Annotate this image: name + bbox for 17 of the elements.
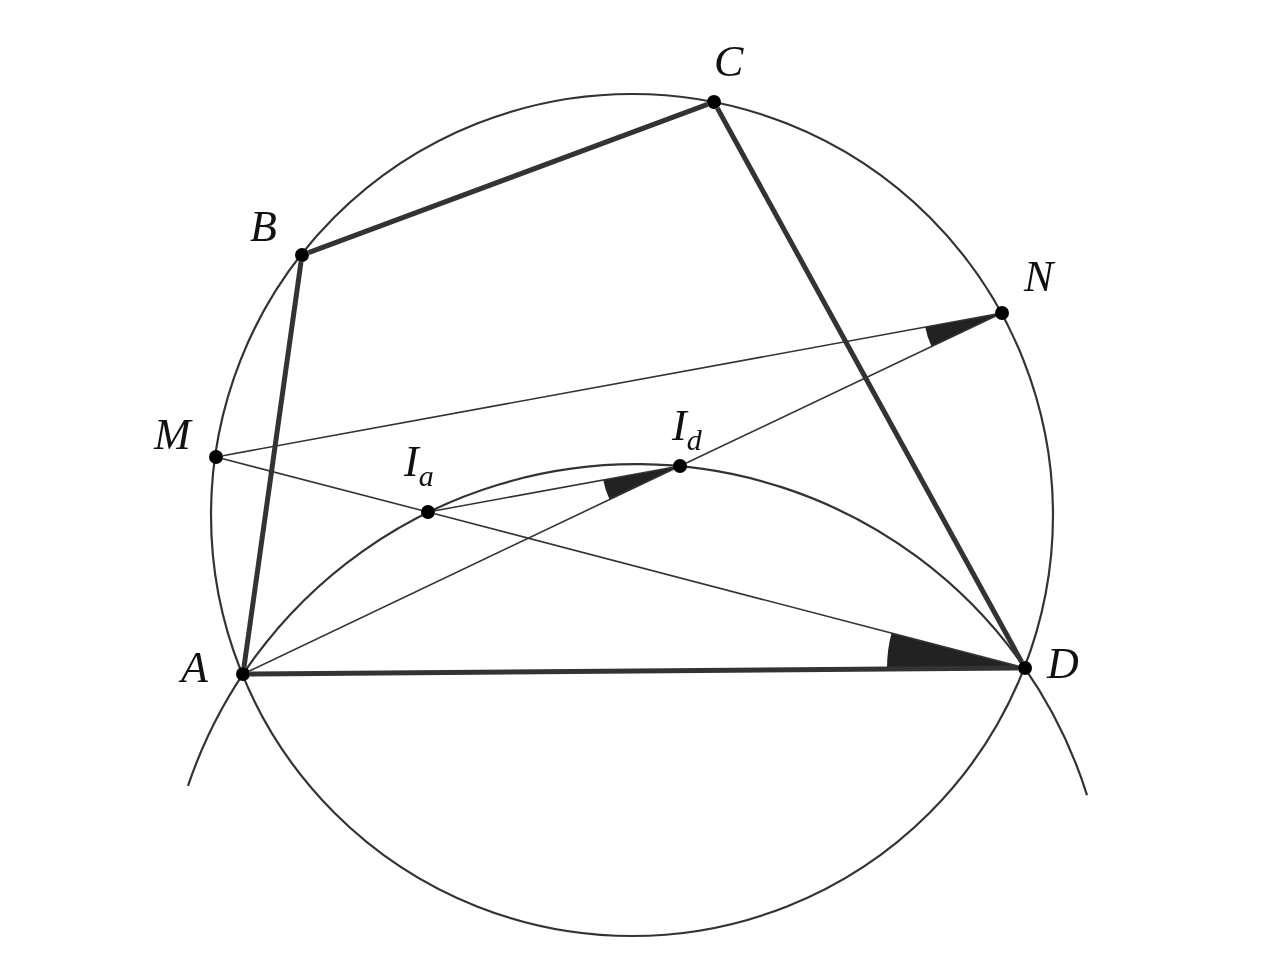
- point-label: M: [154, 413, 191, 457]
- line-segment: [222, 457, 423, 512]
- line-segment: [433, 512, 1020, 668]
- point-label: I$_{a}$: [404, 440, 434, 491]
- line-segment: [307, 102, 709, 255]
- line-segment: [249, 665, 1019, 677]
- line-segment: [248, 468, 675, 672]
- point-label: D: [1047, 642, 1079, 686]
- point-label: N: [1024, 255, 1054, 299]
- point-label: B: [250, 205, 277, 249]
- point-label: C: [714, 40, 744, 84]
- line-segment: [241, 261, 304, 668]
- line-segment: [222, 313, 996, 457]
- line-segment: [715, 106, 1024, 664]
- line-segment: [434, 466, 674, 512]
- line-segment: [685, 315, 997, 464]
- point-label: I$_{d}$: [672, 404, 702, 455]
